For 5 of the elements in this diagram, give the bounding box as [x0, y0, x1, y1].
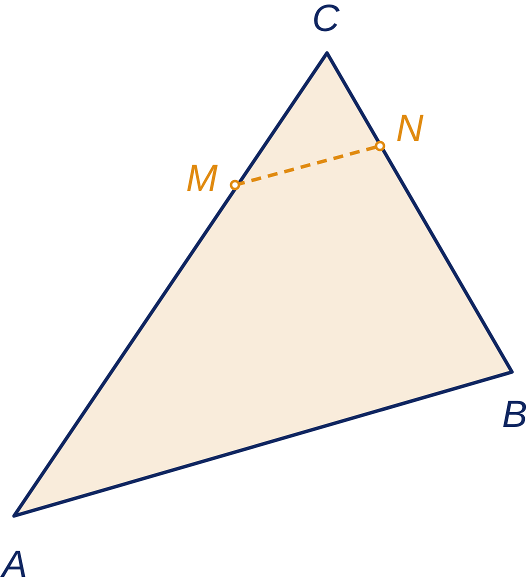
vertex-label: B: [502, 396, 528, 434]
vertex-label: A: [2, 546, 28, 583]
vertex-label: N: [396, 110, 424, 148]
vertex-label: M: [186, 160, 218, 198]
vertex-label: C: [312, 0, 340, 38]
